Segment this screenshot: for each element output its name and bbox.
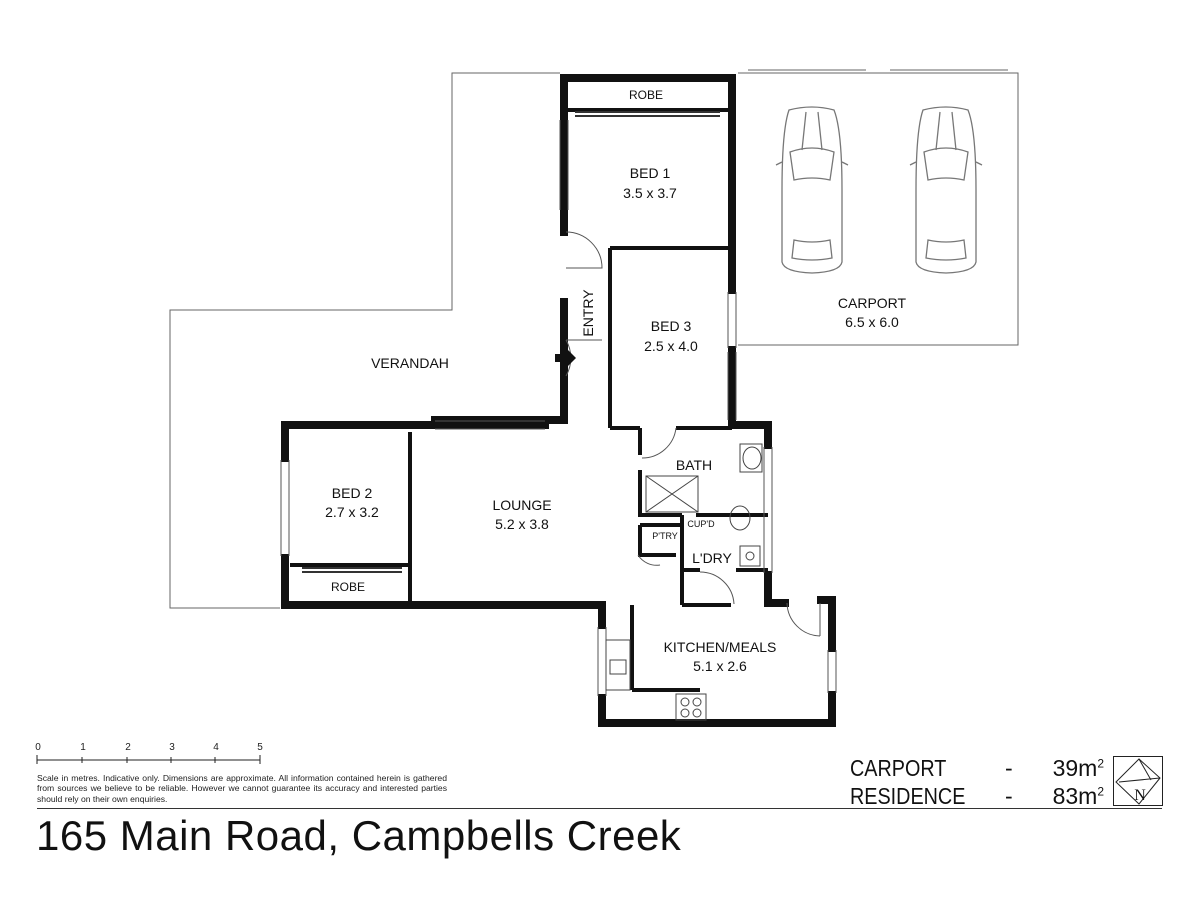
area-name: CARPORT bbox=[850, 755, 947, 781]
carport-size: 6.5 x 6.0 bbox=[845, 314, 899, 330]
bed3-size: 2.5 x 4.0 bbox=[644, 338, 698, 354]
property-address: 165 Main Road, Campbells Creek bbox=[36, 812, 682, 859]
area-summary: CARPORT - 39m2 RESIDENCE - 83m2 bbox=[850, 755, 1110, 811]
entry-label: ENTRY bbox=[580, 289, 596, 337]
robe-top-label: ROBE bbox=[629, 88, 663, 102]
area-dash: - bbox=[1005, 783, 1013, 809]
windows bbox=[280, 120, 837, 696]
area-value-number: 83m bbox=[1052, 783, 1098, 809]
area-row-carport: CARPORT - 39m2 bbox=[850, 755, 1110, 783]
area-value-number: 39m bbox=[1052, 755, 1098, 781]
area-row-residence: RESIDENCE - 83m2 bbox=[850, 783, 1110, 811]
area-value-sup: 2 bbox=[1097, 756, 1104, 771]
bath-fixtures bbox=[645, 443, 763, 567]
north-compass-icon: N bbox=[1113, 756, 1163, 806]
bed3-label: BED 3 bbox=[651, 318, 692, 334]
bath-label: BATH bbox=[676, 457, 712, 473]
disclaimer-text: Scale in metres. Indicative only. Dimens… bbox=[37, 773, 447, 804]
kitchen-size: 5.1 x 2.6 bbox=[693, 658, 747, 674]
door-swings bbox=[565, 231, 821, 637]
bed2-label: BED 2 bbox=[332, 485, 373, 501]
kitchen-label: KITCHEN/MEALS bbox=[664, 639, 777, 655]
bed1-size: 3.5 x 3.7 bbox=[623, 185, 677, 201]
lounge-size: 5.2 x 3.8 bbox=[495, 516, 549, 532]
cupd-label: CUP'D bbox=[687, 519, 715, 529]
compass-letter: N bbox=[1134, 787, 1146, 804]
bed2-size: 2.7 x 3.2 bbox=[325, 504, 379, 520]
car-left bbox=[775, 106, 849, 274]
bed1-label: BED 1 bbox=[630, 165, 671, 181]
verandah-outline bbox=[169, 72, 560, 609]
scale-tick-4: 4 bbox=[213, 742, 219, 753]
area-dash: - bbox=[1005, 755, 1013, 781]
area-value-sup: 2 bbox=[1097, 784, 1104, 799]
scale-bar: 0 1 2 3 4 5 bbox=[35, 742, 263, 764]
entry-arrow-icon bbox=[555, 348, 576, 368]
internal-walls bbox=[290, 108, 768, 692]
area-value: 39m2 bbox=[1053, 755, 1104, 782]
scale-tick-0: 0 bbox=[35, 742, 41, 753]
car-right bbox=[909, 106, 983, 274]
kitchen-fixtures bbox=[605, 639, 707, 721]
scale-tick-2: 2 bbox=[125, 742, 131, 753]
scale-tick-1: 1 bbox=[80, 742, 86, 753]
ldry-label: L'DRY bbox=[692, 550, 732, 566]
robe-doors-bed2 bbox=[302, 567, 402, 573]
title-divider bbox=[37, 808, 1162, 809]
external-walls bbox=[281, 74, 836, 727]
verandah-label: VERANDAH bbox=[371, 355, 449, 371]
robe-bed2-label: ROBE bbox=[331, 580, 365, 594]
lounge-label: LOUNGE bbox=[492, 497, 551, 513]
carport-outline bbox=[738, 69, 1019, 346]
scale-tick-5: 5 bbox=[257, 742, 263, 753]
ptry-label: P'TRY bbox=[652, 531, 678, 541]
area-name: RESIDENCE bbox=[850, 783, 966, 809]
robe-doors-top bbox=[575, 111, 720, 117]
carport-label: CARPORT bbox=[838, 295, 907, 311]
area-value: 83m2 bbox=[1053, 783, 1104, 810]
scale-tick-3: 3 bbox=[169, 742, 175, 753]
